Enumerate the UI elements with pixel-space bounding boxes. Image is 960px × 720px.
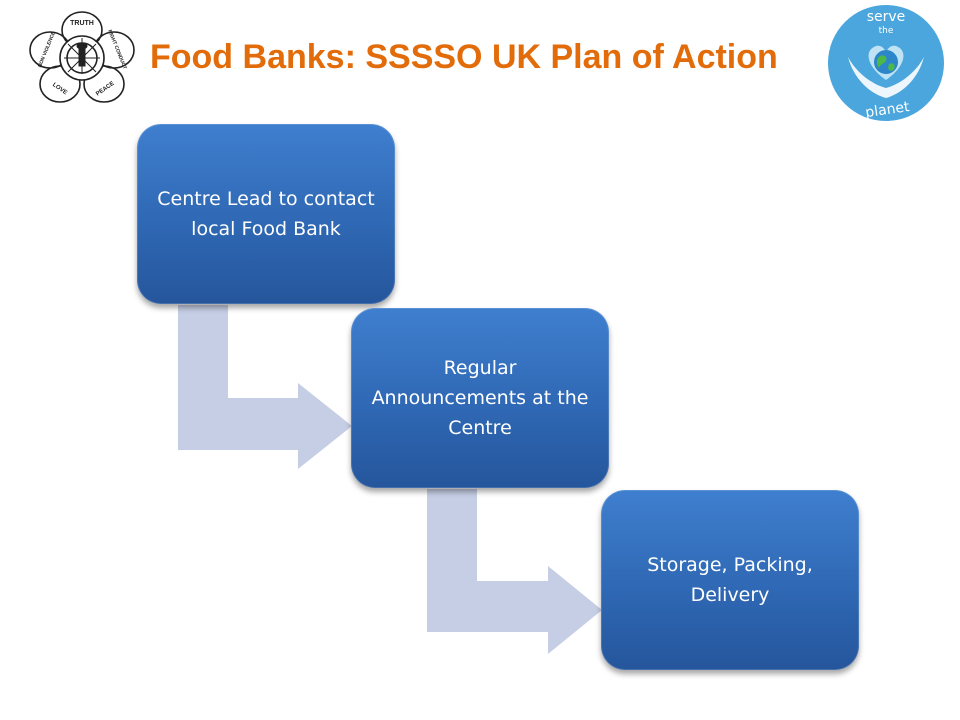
serve-the-planet-icon: serve the planet [828,5,944,121]
logo-word-the: the [879,26,894,36]
logo-word-planet: planet [864,99,911,121]
slide-title: Food Banks: SSSSO UK Plan of Action [150,38,778,76]
process-step-2: Regular Announcements at the Centre [351,308,609,488]
bent-arrow-1 [178,305,352,469]
process-step-1: Centre Lead to contact local Food Bank [137,124,395,304]
process-step-2-label: Regular Announcements at the Centre [371,357,589,439]
logo-word-serve: serve [867,9,906,25]
process-step-1-label: Centre Lead to contact local Food Bank [157,188,375,240]
bent-arrow-2 [427,489,602,654]
ssso-lotus-emblem-icon: TRUTH RIGHT CONDUCT PEACE LOVE NON VIOLE… [29,11,135,103]
emblem-word-truth: TRUTH [70,20,94,27]
process-step-3-label: Storage, Packing, Delivery [647,554,813,606]
process-step-3: Storage, Packing, Delivery [601,490,859,670]
